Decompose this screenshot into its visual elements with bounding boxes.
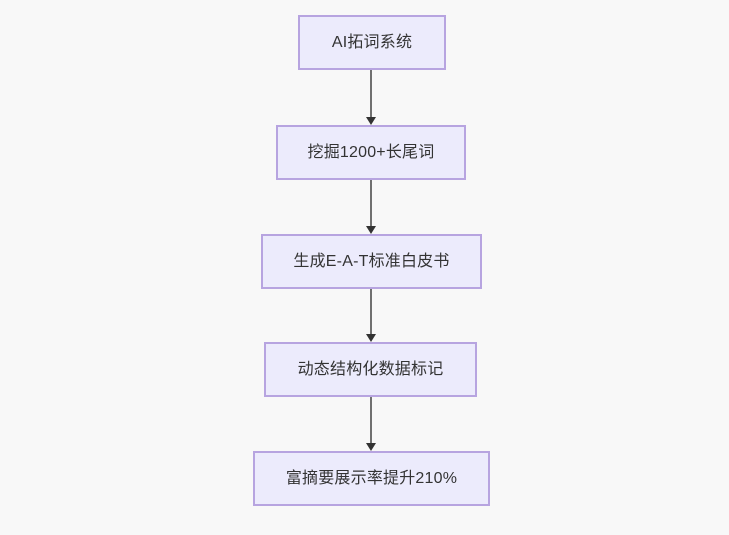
- flowchart-node-generate-eat-whitepaper[interactable]: 生成E-A-T标准白皮书: [261, 234, 482, 289]
- edge-line: [370, 70, 372, 117]
- flowchart-node-label: 动态结构化数据标记: [297, 360, 444, 378]
- flowchart-node-mine-longtail-keywords[interactable]: 挖掘1200+长尾词: [276, 125, 466, 180]
- flowchart-edge-n1-to-n2: [365, 180, 377, 234]
- flowchart-node-dynamic-structured-data-markup[interactable]: 动态结构化数据标记: [264, 342, 477, 397]
- flowchart-node-label: 生成E-A-T标准白皮书: [293, 252, 450, 270]
- arrowhead-down-icon: [366, 117, 376, 125]
- arrowhead-down-icon: [366, 443, 376, 451]
- arrowhead-down-icon: [366, 334, 376, 342]
- flowchart-node-ai-keyword-system[interactable]: AI拓词系统: [298, 15, 446, 70]
- arrowhead-down-icon: [366, 226, 376, 234]
- flowchart-node-rich-snippet-rate-increase[interactable]: 富摘要展示率提升210%: [253, 451, 490, 506]
- edge-line: [370, 289, 372, 334]
- flowchart-edge-n0-to-n1: [365, 70, 377, 125]
- flowchart-node-label: AI拓词系统: [331, 33, 413, 51]
- edge-line: [370, 397, 372, 443]
- flowchart-edge-n2-to-n3: [365, 289, 377, 342]
- flowchart-node-label: 挖掘1200+长尾词: [307, 143, 435, 161]
- edge-line: [370, 180, 372, 226]
- flowchart-node-label: 富摘要展示率提升210%: [285, 469, 458, 487]
- flowchart-edge-n3-to-n4: [365, 397, 377, 451]
